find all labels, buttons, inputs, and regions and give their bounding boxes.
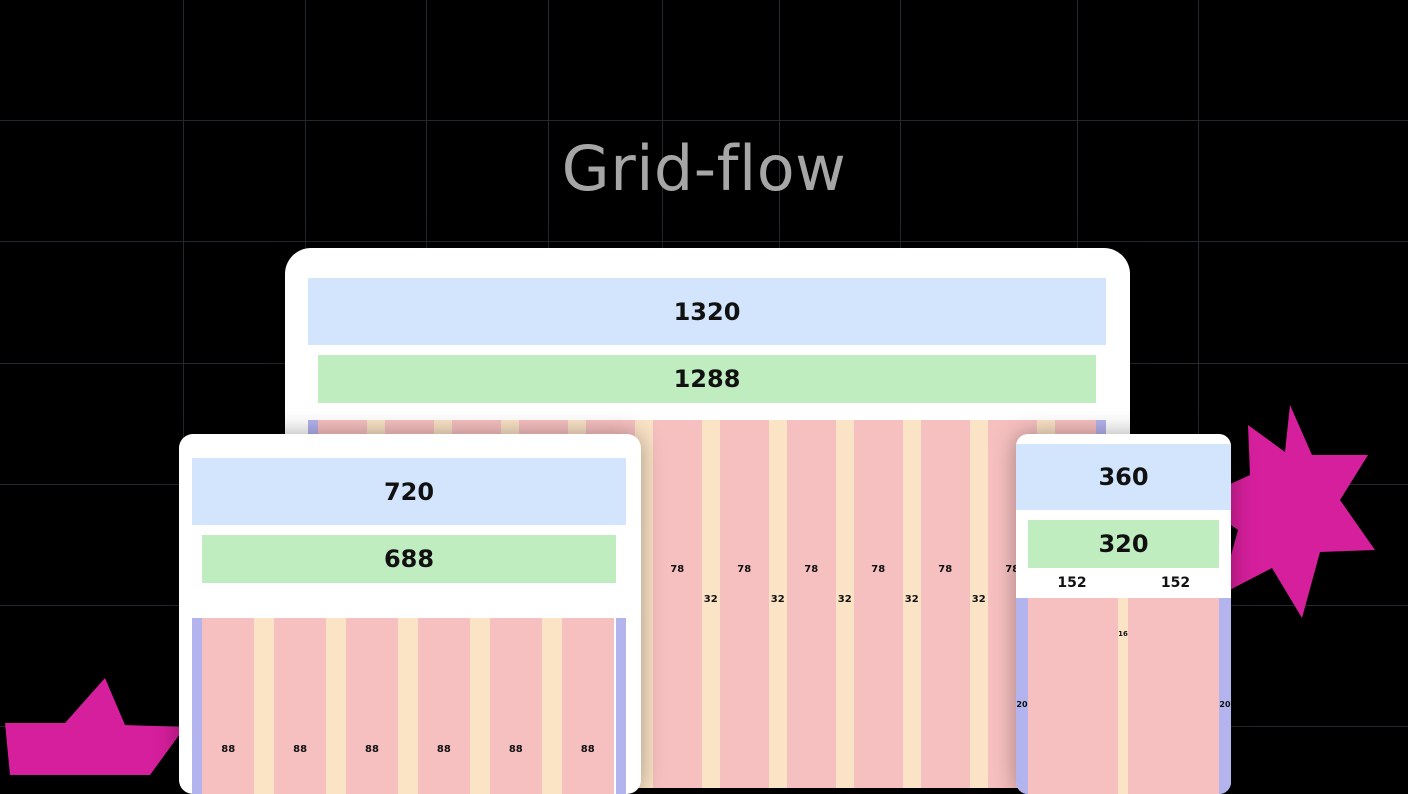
desktop-gutter-label: 32: [837, 594, 852, 605]
mobile-container-bar: 360: [1016, 444, 1231, 510]
mobile-margin-left-label: 20: [1016, 700, 1028, 709]
tablet-container-bar: 720: [192, 458, 626, 525]
tablet-frame: 720 688 88 88 88 88 88 88: [179, 434, 641, 794]
tablet-column-width-label: 88: [508, 744, 523, 755]
tablet-gutter: [542, 618, 562, 794]
tablet-gutter: [470, 618, 490, 794]
desktop-gutter-label: 32: [770, 594, 785, 605]
mobile-column-width-right: 152: [1160, 575, 1191, 591]
tablet-column: [202, 618, 255, 794]
desktop-column: [854, 420, 903, 788]
tablet-column: [561, 618, 614, 794]
star-decoration-right: [1195, 405, 1375, 618]
grid-line: [0, 241, 1408, 242]
desktop-gutter: [835, 420, 854, 788]
mobile-column: [1028, 598, 1118, 794]
page-title: Grid-flow: [561, 132, 847, 205]
desktop-gutter-label: 32: [703, 594, 718, 605]
desktop-gutter-label: 32: [971, 594, 986, 605]
desktop-gutter: [768, 420, 787, 788]
desktop-column-width-label: 78: [1005, 564, 1020, 575]
grid-line: [1198, 0, 1199, 768]
desktop-column: [720, 420, 769, 788]
desktop-column-width-label: 78: [670, 564, 685, 575]
tablet-column-width-label: 88: [436, 744, 451, 755]
mobile-column: [1128, 598, 1219, 794]
desktop-column: [787, 420, 836, 788]
tablet-column: [345, 618, 399, 794]
mobile-margin-left: [1016, 598, 1028, 794]
tablet-column: [489, 618, 542, 794]
desktop-gutter: [969, 420, 988, 788]
tablet-gutter: [326, 618, 346, 794]
tablet-column: [273, 618, 327, 794]
mobile-margin-right: [1219, 598, 1231, 794]
tablet-column-width-label: 88: [580, 744, 595, 755]
desktop-column: [653, 420, 702, 788]
desktop-column-width-label: 78: [737, 564, 752, 575]
tablet-margin-left: [192, 618, 202, 794]
mobile-gutter-label: 16: [1118, 630, 1128, 638]
mobile-content-bar: 320: [1028, 520, 1219, 568]
desktop-column-width-label: 78: [871, 564, 886, 575]
mobile-frame: 360 320 152 152 16 20 20: [1016, 434, 1231, 794]
desktop-gutter: [902, 420, 921, 788]
mobile-column-width-left: 152: [1057, 575, 1087, 591]
tablet-column: [417, 618, 471, 794]
grid-line: [183, 0, 184, 768]
tablet-gutter: [254, 618, 274, 794]
star-decoration-left: [5, 678, 185, 775]
grid-line: [0, 120, 1408, 121]
tablet-gutter: [398, 618, 418, 794]
tablet-column-width-label: 88: [293, 744, 308, 755]
desktop-column-width-label: 78: [938, 564, 953, 575]
desktop-gutter: [701, 420, 720, 788]
desktop-gutter-label: 32: [904, 594, 919, 605]
desktop-content-bar: 1288: [318, 355, 1096, 403]
mobile-gutter: [1118, 598, 1128, 794]
tablet-column-width-label: 88: [221, 744, 236, 755]
tablet-content-bar: 688: [202, 535, 616, 583]
tablet-margin-right: [616, 618, 626, 794]
desktop-column: [921, 420, 970, 788]
tablet-column-width-label: 88: [365, 744, 379, 755]
mobile-margin-right-label: 20: [1219, 700, 1231, 709]
desktop-container-bar: 1320: [308, 278, 1106, 345]
desktop-column-width-label: 78: [804, 564, 819, 575]
